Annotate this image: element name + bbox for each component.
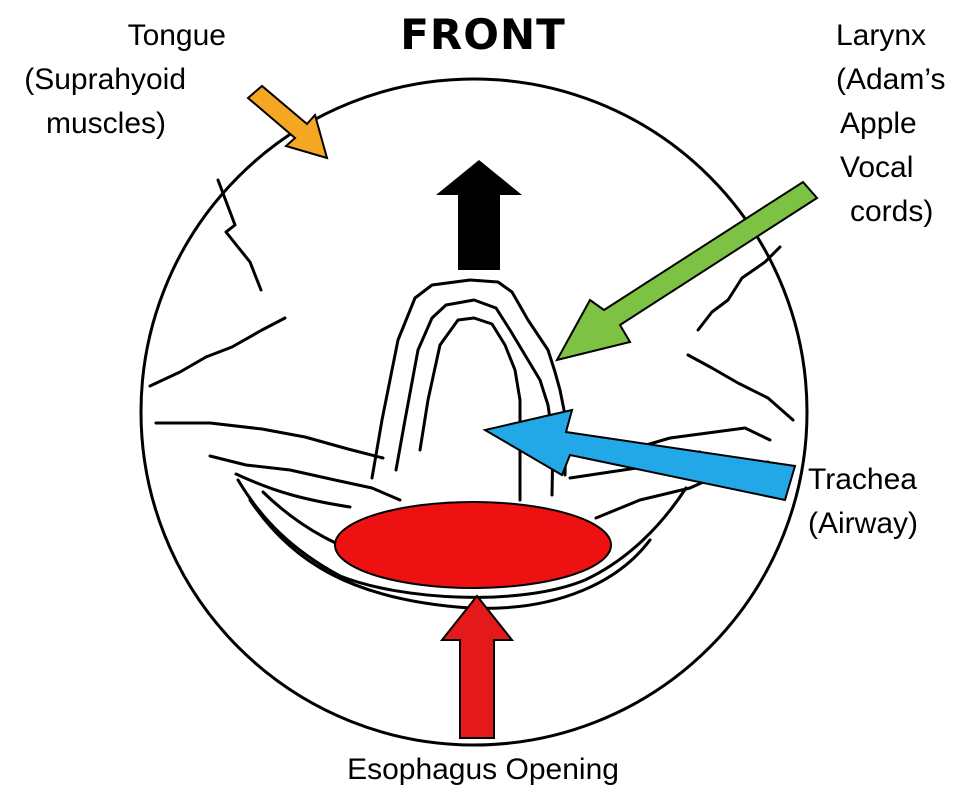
larynx-label-line: Larynx <box>820 14 960 58</box>
trachea-label-line: Trachea <box>808 458 958 502</box>
tongue-label-line: (Suprahyoid <box>0 58 270 102</box>
larynx-label-line: Apple <box>820 102 960 146</box>
larynx-label: Larynx (Adam’s Apple Vocal cords) <box>820 14 960 234</box>
larynx-label-line: cords) <box>820 190 960 234</box>
larynx-label-line: Vocal <box>820 146 960 190</box>
esophagus-opening-shape <box>335 502 611 588</box>
tongue-label-line: muscles) <box>0 102 270 146</box>
tongue-label-line: Tongue <box>0 14 270 58</box>
trachea-label: Trachea (Airway) <box>808 458 958 546</box>
tongue-label: Tongue (Suprahyoid muscles) <box>0 14 270 146</box>
trachea-label-line: (Airway) <box>808 502 958 546</box>
esophagus-label: Esophagus Opening <box>0 748 966 792</box>
larynx-label-line: (Adam’s <box>820 58 960 102</box>
